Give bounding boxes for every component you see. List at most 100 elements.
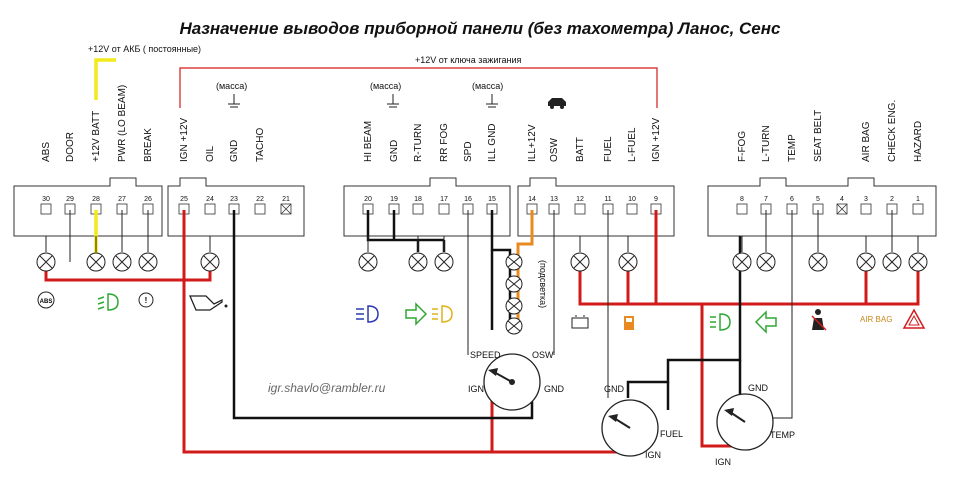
pin-label-13: OSW [549,138,560,162]
illum-lamp-284 [505,275,523,293]
pin-label-5: SEAT BELT [813,110,824,162]
pin-label-27: PWR (LO BEAM) [117,85,128,162]
pin-label-1: HAZARD [913,121,924,162]
pin-box-22 [254,203,266,215]
mass-symbol-left: (масса) [216,81,247,108]
left-arrow-icon [754,310,777,334]
lamp-210 [200,252,220,272]
pin-label-26: BREAK [143,128,154,162]
pin-number-28: 28 [92,196,100,203]
fog-icon [432,305,453,323]
ignition-wires [44,210,920,454]
illumination-lamps [505,253,523,335]
lo-beam-icon [97,293,119,311]
abs-icon: ABS [37,291,55,309]
lamp-418 [408,252,428,272]
ign-supply-label: +12V от ключа зажигания [415,55,522,65]
pin-box-18 [412,203,424,215]
illum-lamp-326 [505,317,523,335]
temp-gauge: GND TEMP IGN [715,383,795,467]
pin-label-2: CHECK ENG. [887,100,898,162]
svg-text:IGN: IGN [645,450,661,460]
battery-icon [571,315,589,329]
pin-label-14: ILL+12V [527,124,538,162]
lamp-148 [138,252,158,272]
airbag-icon: AIR BAG [860,315,892,324]
pin-label-16: SPD [463,141,474,162]
pin-label-17: RR FOG [439,123,450,162]
lamp-96 [86,252,106,272]
pin-number-8: 8 [740,196,744,203]
pin-number-1: 1 [916,196,920,203]
lamp-46 [36,252,56,272]
svg-text:(масса): (масса) [472,81,503,91]
hi-beam-icon [356,305,379,323]
pin-number-9: 9 [654,196,658,203]
pin-number-18: 18 [414,196,422,203]
pin-number-6: 6 [790,196,794,203]
pin-label-8: F-FOG [737,131,748,162]
pin-number-3: 3 [864,196,868,203]
pin-number-23: 23 [230,196,238,203]
svg-text:FUEL: FUEL [660,429,683,439]
pin-label-25: IGN +12V [179,117,190,162]
lamp-122 [112,252,132,272]
pin-label-6: TEMP [787,134,798,162]
svg-text:IGN: IGN [715,457,731,467]
pin-label-22: TACHO [255,128,266,162]
svg-text:(масса): (масса) [370,81,401,91]
svg-text:(подсветка): (подсветка) [538,260,548,308]
pin-box-30 [40,203,52,215]
pin-box-24 [204,203,216,215]
connector-left-a [13,177,163,237]
pin-number-16: 16 [464,196,472,203]
pin-number-2: 2 [890,196,894,203]
pin-number-19: 19 [390,196,398,203]
mass-symbol-mid1: (масса) [370,81,401,108]
svg-text:(масса): (масса) [216,81,247,91]
pin-number-21: 21 [282,196,290,203]
page-title: Назначение выводов приборной панели (без… [180,19,782,38]
turn-arrow-icon [405,302,428,326]
pin-number-17: 17 [440,196,448,203]
pin-box-10 [626,203,638,215]
pin-label-20: HI BEAM [363,121,374,162]
pin-label-12: BATT [575,137,586,162]
pin-number-26: 26 [144,196,152,203]
svg-text:IGN: IGN [468,384,484,394]
svg-text:GND: GND [544,384,565,394]
seat-belt-icon [811,309,827,331]
lamp-742 [732,252,752,272]
illum-lamp-306 [505,297,523,315]
svg-text:ABS: ABS [40,299,53,305]
front-fog-icon [710,313,731,331]
pin-number-22: 22 [256,196,264,203]
lamps-layer [36,236,928,272]
connector-middle-b [517,177,675,237]
speed-gauge: SPEED OSW IGN GND [468,350,565,411]
pin-number-13: 13 [550,196,558,203]
pin-label-7: L-TURN [761,125,772,162]
pin-label-3: AIR BAG [861,121,872,162]
svg-text:GND: GND [748,383,769,393]
pin-number-12: 12 [576,196,584,203]
hazard-icon [902,308,926,329]
brake-icon: ! [138,292,154,308]
car-icon [548,98,566,109]
pin-number-15: 15 [488,196,496,203]
pin-number-30: 30 [42,196,50,203]
pin-label-15: ILL GND [487,123,498,162]
pin-number-25: 25 [180,196,188,203]
svg-text:SPEED: SPEED [470,350,501,360]
pin-label-30: ABS [41,142,52,162]
pin-label-24: OIL [205,145,216,162]
svg-text:!: ! [145,296,148,305]
pin-number-11: 11 [604,196,611,203]
pin-number-14: 14 [528,196,536,203]
pin-box-8 [736,203,748,215]
lamp-368 [358,252,378,272]
illum-lamp-262 [505,253,523,271]
pin-label-28: +12V BATT [91,111,102,162]
